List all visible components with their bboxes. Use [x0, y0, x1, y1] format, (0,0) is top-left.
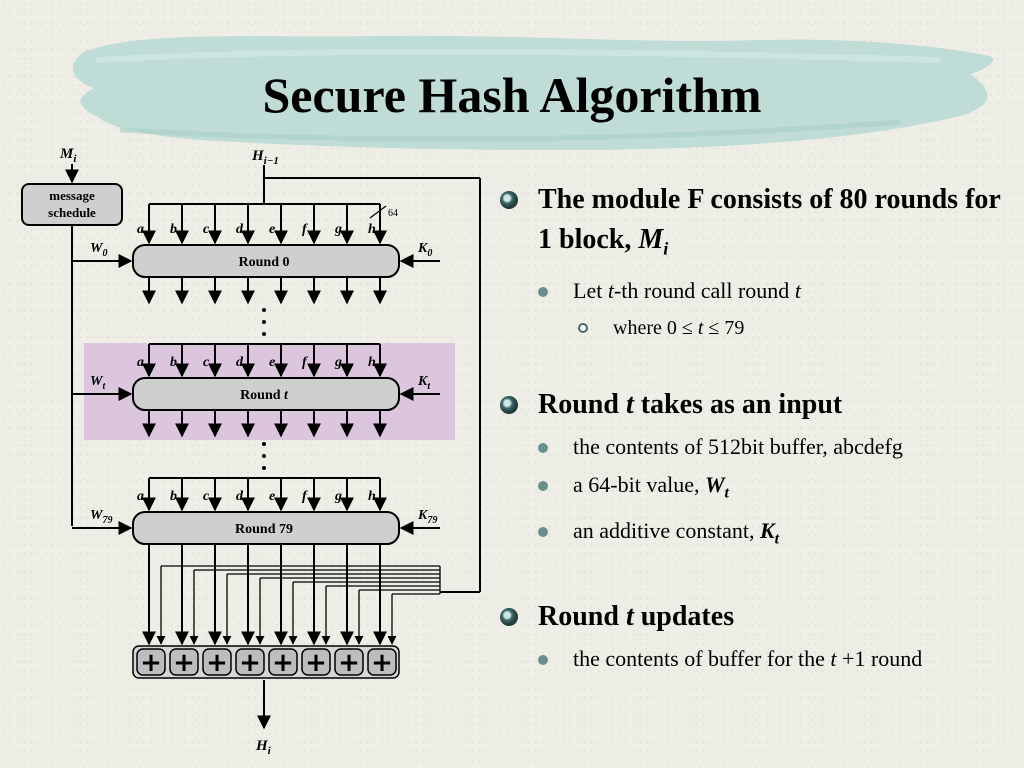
adder-plus-icon: +: [140, 648, 162, 678]
bullet-marker-icon: [500, 608, 518, 627]
register-label: h: [368, 222, 376, 237]
adder-plus-icon: +: [272, 648, 294, 678]
bullet-additive-constant: an additive constant, Kt: [498, 515, 1008, 555]
w-input-label: Wt: [90, 374, 106, 392]
round-label: Round 79: [235, 522, 293, 537]
register-label: a: [137, 355, 144, 370]
register-label: g: [334, 355, 342, 370]
w-input-label: W79: [90, 508, 112, 526]
w-input-label: W0: [90, 241, 107, 259]
register-label: e: [269, 355, 275, 370]
k-input-label: Kt: [417, 374, 431, 392]
slide-title: Secure Hash Algorithm: [262, 67, 762, 123]
register-label: b: [170, 355, 177, 370]
register-label: h: [368, 355, 376, 370]
register-label: d: [236, 489, 244, 504]
adder-plus-icon: +: [239, 648, 261, 678]
bullet-buffer-contents: the contents of 512bit buffer, abcdefg: [498, 431, 1008, 463]
output-hash-label: Hi: [255, 738, 272, 757]
round-box: [132, 511, 400, 545]
sub-bullet-marker-icon: [538, 480, 548, 491]
register-label: c: [203, 355, 210, 370]
round-label: Round t: [240, 388, 289, 403]
adder-box: [136, 648, 166, 676]
register-label: f: [302, 489, 308, 504]
adder-row: [132, 645, 400, 679]
bullet-list: The module F consists of 80 rounds for 1…: [498, 180, 1008, 675]
round-box: [132, 244, 400, 278]
register-label: a: [137, 489, 144, 504]
round-box: [132, 377, 400, 411]
k-input-label: K0: [417, 241, 432, 259]
continuation-dot: [262, 466, 266, 470]
register-label: g: [334, 489, 342, 504]
adder-plus-icon: +: [173, 648, 195, 678]
continuation-dot: [262, 332, 266, 336]
sub-bullet-marker-icon: [538, 442, 548, 453]
bullet-round-t-input: Round t takes as an input: [498, 385, 1008, 425]
bullet-marker-icon: [500, 191, 518, 209]
adder-box: [268, 648, 298, 676]
input-hash-label: Hi−1: [251, 148, 279, 167]
register-label: c: [203, 489, 210, 504]
register-label: b: [170, 489, 177, 504]
k-input-label: K79: [417, 508, 437, 526]
continuation-dot: [262, 308, 266, 312]
adder-box: [301, 648, 331, 676]
register-label: c: [203, 222, 210, 237]
bullet-module-f: The module F consists of 80 rounds for 1…: [498, 180, 1008, 269]
adder-box: [334, 648, 364, 676]
title-brush-stroke: [72, 35, 994, 150]
continuation-dot: [262, 454, 266, 458]
register-label: e: [269, 489, 275, 504]
adder-plus-icon: +: [338, 648, 360, 678]
register-label: e: [269, 222, 275, 237]
sub-bullet-marker-icon: [538, 655, 548, 666]
register-label: h: [368, 489, 376, 504]
input-message-label: Mi: [59, 146, 77, 165]
adder-plus-icon: +: [206, 648, 228, 678]
register-label: g: [334, 222, 342, 237]
sub-bullet-marker-icon: [538, 286, 548, 297]
adder-box: [367, 648, 397, 676]
register-label: d: [236, 355, 244, 370]
continuation-dot: [262, 320, 266, 324]
adder-plus-icon: +: [371, 648, 393, 678]
bullet-64bit-value: a 64-bit value, Wt: [498, 469, 1008, 509]
register-label: b: [170, 222, 177, 237]
bullet-where-t-range: where 0 ≤ t ≤ 79: [498, 313, 1008, 343]
message-schedule-line2: schedule: [48, 205, 96, 220]
bullet-buffer-next-round: the contents of buffer for the t +1 roun…: [498, 643, 1008, 675]
register-label: a: [137, 222, 144, 237]
bullet-marker-icon: [500, 395, 518, 414]
adder-plus-icon: +: [305, 648, 327, 678]
adder-box: [202, 648, 232, 676]
register-label: d: [236, 222, 244, 237]
adder-box: [235, 648, 265, 676]
bullet-round-t-updates: Round t updates: [498, 597, 1008, 637]
round-label: Round 0: [239, 255, 290, 270]
adder-box: [169, 648, 199, 676]
title-area: Secure Hash Algorithm: [0, 0, 1024, 160]
register-label: f: [302, 222, 308, 237]
bullet-let-t-th-round: Let t-th round call round t: [498, 275, 1008, 307]
message-schedule-line1: message: [49, 188, 95, 203]
sub-bullet-marker-icon: [538, 526, 548, 537]
bus-width-label: 64: [388, 208, 398, 219]
sub-sub-bullet-marker-icon: [578, 322, 588, 333]
register-label: f: [302, 355, 308, 370]
continuation-dot: [262, 442, 266, 446]
